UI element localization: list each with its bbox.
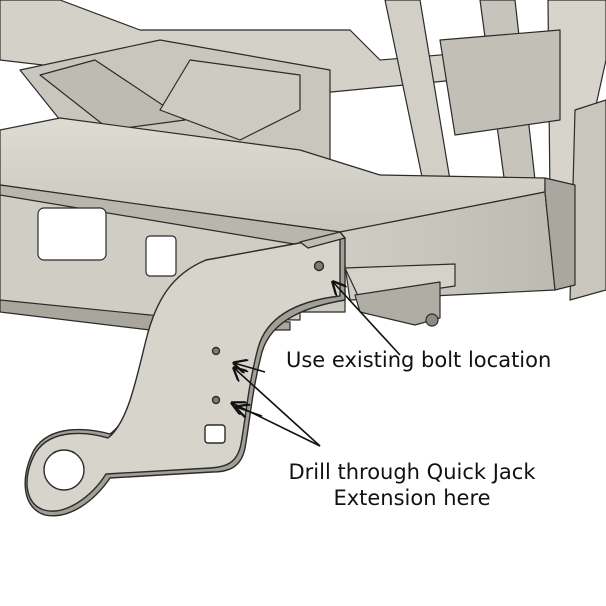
- arrow-drill-1: [234, 368, 321, 447]
- bracket-face: [26, 233, 341, 512]
- arrow-drill-3: [236, 407, 263, 416]
- drill-hole-2: [211, 395, 221, 405]
- bracket-square-slot: [204, 424, 226, 444]
- lower-bracket: [344, 263, 456, 301]
- arrow-bolt-lower: [234, 363, 266, 372]
- drill-hole-1: [211, 346, 221, 356]
- right-panel: [439, 29, 561, 136]
- rail-end-side: [544, 177, 576, 291]
- quick-jack-bracket: [24, 231, 346, 517]
- plate-cutout-2: [145, 235, 177, 277]
- callout-existing-bolt: Use existing bolt location: [286, 348, 552, 372]
- bracket-center: [159, 59, 301, 141]
- bracket-ring-hole: [43, 449, 85, 491]
- frame-assembly: [0, 0, 606, 331]
- callout-drill-line-2: Extension here: [333, 486, 491, 510]
- leader-arrows: [232, 282, 401, 447]
- existing-bolt-hole: [313, 260, 325, 272]
- bracket-top-tab: [299, 231, 346, 249]
- callout-drill-through: Drill through Quick Jack Extension here: [262, 459, 562, 511]
- lower-bolt: [425, 313, 439, 327]
- plate-cutout-1: [37, 207, 107, 261]
- arrow-existing-bolt: [333, 282, 401, 356]
- callout-drill-line-1: Drill through Quick Jack: [288, 460, 536, 484]
